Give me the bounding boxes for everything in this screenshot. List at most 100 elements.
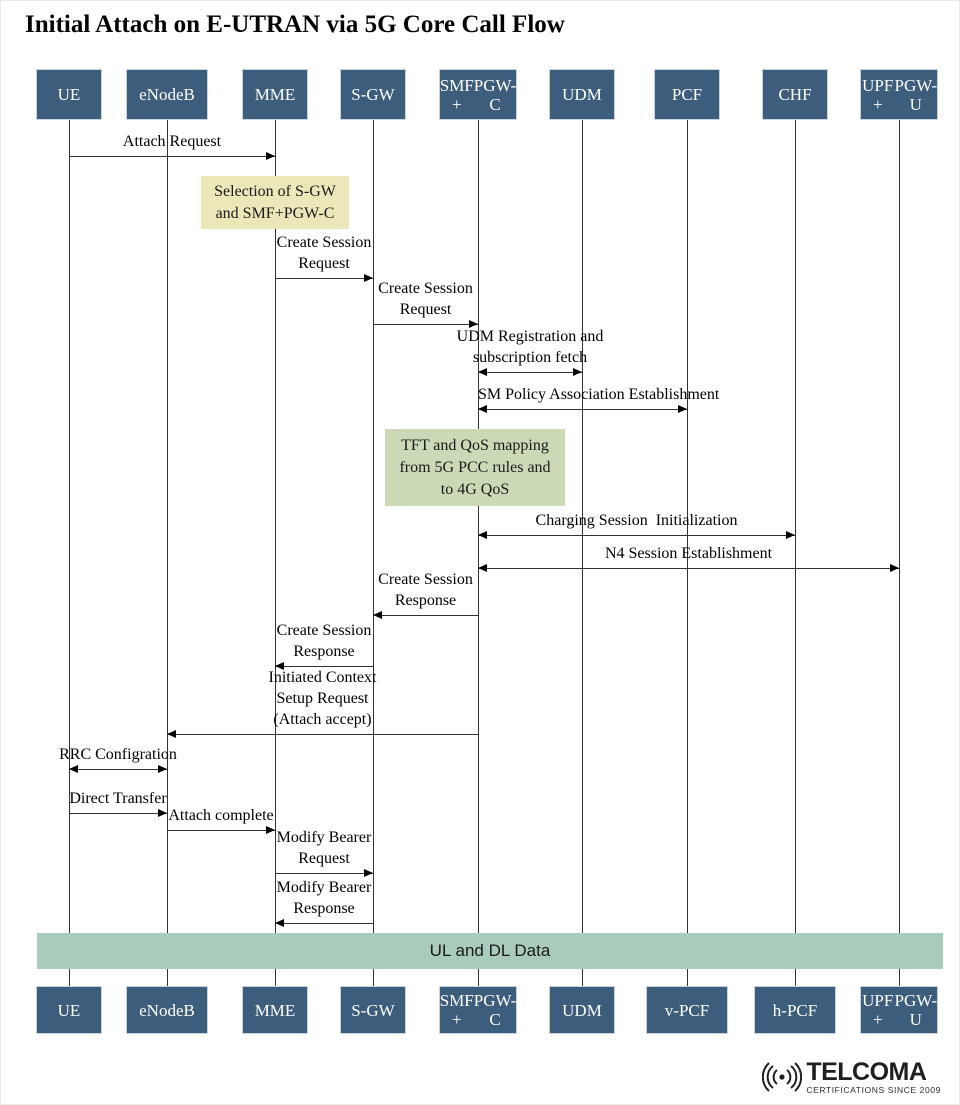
message-line-m13 bbox=[167, 830, 275, 831]
logo-brand: TELCOMA bbox=[806, 1057, 927, 1086]
message-label-m6: Charging Session Initialization bbox=[535, 512, 738, 529]
note-n2: TFT and QoS mapping from 5G PCC rules an… bbox=[385, 429, 565, 506]
message-line-m2 bbox=[275, 278, 373, 279]
arrowhead-m14-0 bbox=[364, 869, 373, 878]
node-label: SMF + bbox=[439, 75, 474, 114]
lifeline-node-bottom-upf: UPF +PGW-U bbox=[860, 986, 938, 1034]
arrowhead-m6-1 bbox=[478, 531, 487, 540]
message-label-m1: Attach Request bbox=[122, 133, 222, 150]
lifeline-node-bottom-udm: UDM bbox=[549, 986, 615, 1034]
arrowhead-m8-0 bbox=[373, 611, 382, 620]
arrowhead-m11-0 bbox=[158, 765, 167, 774]
node-label: UPF + bbox=[862, 75, 894, 114]
message-label-m2: Create Session Request bbox=[276, 234, 372, 272]
lifeline-node-top-pcf: PCF bbox=[654, 69, 720, 120]
message-line-m10 bbox=[167, 734, 478, 735]
lifeline-node-bottom-vpcf: v-PCF bbox=[646, 986, 728, 1034]
arrowhead-m15-0 bbox=[275, 919, 284, 928]
arrowhead-m3-0 bbox=[469, 320, 478, 329]
node-label: UDM bbox=[562, 1000, 602, 1020]
arrowhead-m4-0 bbox=[573, 368, 582, 377]
message-line-m1 bbox=[69, 156, 275, 157]
message-line-m14 bbox=[275, 873, 373, 874]
node-label: CHF bbox=[778, 85, 812, 104]
lifeline-node-bottom-ue: UE bbox=[36, 986, 102, 1034]
arrowhead-m11-1 bbox=[69, 765, 78, 774]
lifeline-chf bbox=[795, 120, 796, 933]
arrowhead-m12-0 bbox=[158, 809, 167, 818]
message-label-m11: RRC Configration bbox=[59, 746, 177, 763]
lifeline-enb bbox=[167, 120, 168, 933]
lifeline-node-top-enb: eNodeB bbox=[126, 69, 208, 120]
lifeline-lower-sgw bbox=[373, 969, 374, 986]
message-label-m3: Create Session Request bbox=[378, 280, 473, 318]
node-label: PGW-C bbox=[473, 75, 517, 114]
lifeline-node-top-chf: CHF bbox=[762, 69, 828, 120]
message-label-m13: Attach complete bbox=[168, 807, 274, 824]
node-label: UE bbox=[57, 1000, 81, 1020]
note-n1: Selection of S-GW and SMF+PGW-C bbox=[201, 176, 349, 229]
lifeline-mme bbox=[275, 120, 276, 933]
lifeline-node-top-upf: UPF +PGW-U bbox=[860, 69, 938, 120]
lifeline-node-bottom-smf: SMF +PGW-C bbox=[439, 986, 517, 1034]
lifeline-sgw bbox=[373, 120, 374, 933]
node-label: SMF + bbox=[439, 991, 474, 1029]
node-label: MME bbox=[254, 85, 296, 104]
ul-dl-data-bar: UL and DL Data bbox=[37, 933, 943, 969]
lifeline-lower-udm bbox=[582, 969, 583, 986]
lifeline-lower-enb bbox=[167, 969, 168, 986]
telcoma-logo: TELCOMA CERTIFICATIONS SINCE 2009 bbox=[762, 1057, 941, 1095]
node-label: h-PCF bbox=[772, 1000, 818, 1020]
message-line-m11 bbox=[69, 769, 167, 770]
lifeline-node-top-smf: SMF +PGW-C bbox=[439, 69, 517, 120]
arrowhead-m10-0 bbox=[167, 730, 176, 739]
lifeline-node-bottom-mme: MME bbox=[242, 986, 308, 1034]
message-line-m6 bbox=[478, 535, 795, 536]
message-label-m10: Initiated Context Setup Request (Attach … bbox=[268, 669, 377, 728]
lifeline-ue bbox=[69, 120, 70, 933]
arrowhead-m13-0 bbox=[266, 826, 275, 835]
node-label: eNodeB bbox=[139, 1000, 195, 1020]
node-label: UE bbox=[57, 85, 81, 104]
node-label: PGW-C bbox=[473, 991, 517, 1029]
message-label-m7: N4 Session Establishment bbox=[604, 545, 773, 562]
node-label: PGW-U bbox=[894, 75, 938, 114]
lifeline-lower-chf bbox=[795, 969, 796, 986]
arrowhead-m7-0 bbox=[890, 564, 899, 573]
message-label-m8: Create Session Response bbox=[378, 571, 473, 609]
message-label-m5: SM Policy Association Establishment bbox=[478, 386, 720, 403]
logo-wordmark: TELCOMA CERTIFICATIONS SINCE 2009 bbox=[806, 1057, 941, 1095]
lifeline-node-top-ue: UE bbox=[36, 69, 102, 120]
arrowhead-m5-0 bbox=[678, 405, 687, 414]
lifeline-pcf bbox=[687, 120, 688, 933]
message-label-m12: Direct Transfer bbox=[69, 790, 167, 807]
message-label-m15: Modify Bearer Response bbox=[276, 879, 372, 917]
arrowhead-m4-1 bbox=[478, 368, 487, 377]
message-line-m12 bbox=[69, 813, 167, 814]
arrowhead-m5-1 bbox=[478, 405, 487, 414]
lifeline-node-bottom-enb: eNodeB bbox=[126, 986, 208, 1034]
node-label: UDM bbox=[562, 85, 602, 104]
node-label: UPF + bbox=[862, 991, 894, 1029]
logo-tagline: CERTIFICATIONS SINCE 2009 bbox=[806, 1084, 941, 1095]
lifeline-upf bbox=[899, 120, 900, 933]
message-label-m4: UDM Registration and subscription fetch bbox=[456, 328, 604, 366]
node-label: PCF bbox=[671, 85, 703, 104]
lifeline-lower-pcf bbox=[687, 969, 688, 986]
lifeline-lower-smf bbox=[478, 969, 479, 986]
message-line-m8 bbox=[373, 615, 478, 616]
message-line-m4 bbox=[478, 372, 582, 373]
arrowhead-m1-0 bbox=[266, 152, 275, 161]
node-label: PGW-U bbox=[894, 991, 938, 1029]
node-label: MME bbox=[254, 1000, 296, 1020]
lifeline-lower-ue bbox=[69, 969, 70, 986]
node-label: S-GW bbox=[351, 1000, 395, 1020]
message-line-m3 bbox=[373, 324, 478, 325]
arrowhead-m2-0 bbox=[364, 274, 373, 283]
arrowhead-m7-1 bbox=[478, 564, 487, 573]
radio-waves-icon bbox=[762, 1062, 803, 1092]
message-line-m15 bbox=[275, 923, 373, 924]
lifeline-node-bottom-sgw: S-GW bbox=[340, 986, 406, 1034]
lifeline-node-top-sgw: S-GW bbox=[340, 69, 406, 120]
